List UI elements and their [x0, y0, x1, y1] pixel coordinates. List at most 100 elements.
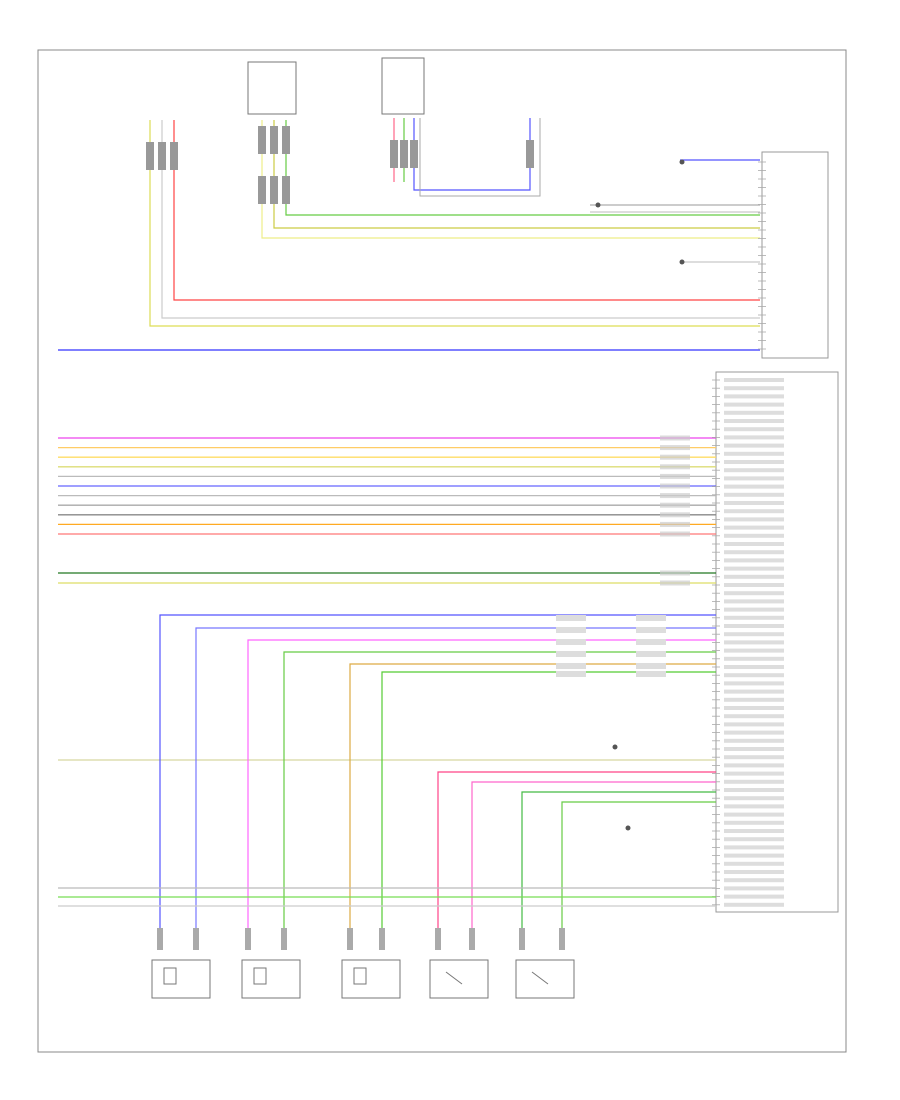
module-pin-label-line	[724, 591, 784, 596]
module-pin-label-line	[724, 697, 784, 702]
module-pin-label-line	[724, 747, 784, 751]
harness-wire-marker	[660, 445, 690, 451]
top-wire-group	[58, 118, 760, 351]
connector-box-top-middle	[381, 57, 425, 115]
module-pin-label-line	[724, 665, 784, 669]
sensor-wire-pin	[281, 928, 287, 950]
module-pin-label-line	[724, 763, 784, 768]
module-pin-label-line	[724, 648, 784, 653]
splice-marker	[636, 627, 666, 633]
module-pin-label-line	[724, 550, 784, 555]
module-pin-label-line	[724, 779, 784, 784]
module-pin-label-line	[724, 574, 784, 579]
element-1	[163, 967, 177, 985]
element-2	[253, 967, 267, 985]
module-pin-label-line	[724, 427, 784, 432]
module-pin-label-line	[724, 599, 784, 604]
module-pin-label-line	[724, 484, 784, 489]
bottom-components	[151, 959, 575, 999]
splice-marker	[636, 671, 666, 677]
harness-wire-marker	[660, 531, 690, 537]
harness-wire-marker	[660, 502, 690, 508]
module-pin-label-line	[724, 861, 784, 866]
module-pin-label-line	[724, 468, 784, 473]
sensor-wire-pin	[245, 928, 251, 950]
element-3	[353, 967, 367, 985]
sensor-wire-pin	[435, 928, 441, 950]
module-pin-label-line	[724, 673, 784, 678]
component-1	[151, 959, 211, 999]
module-pin-label-line	[724, 722, 784, 727]
sensor-wire	[381, 671, 716, 950]
wire-yellow-vertical	[149, 120, 760, 327]
module-pin-label-line	[724, 829, 784, 833]
module-pin-label-line	[724, 542, 784, 546]
module-pin-label-line	[724, 894, 784, 899]
sensor-wire	[471, 781, 716, 950]
harness-wire-marker	[660, 435, 690, 441]
wire-yellow-top	[273, 120, 760, 229]
sensor-wires	[157, 614, 716, 950]
module-pin-label-line	[724, 501, 784, 505]
module-pin-label-line	[724, 788, 784, 792]
module-pin-label-line	[724, 451, 784, 456]
module-pin-label-line	[724, 443, 784, 448]
module-pin-label-line	[724, 492, 784, 497]
splice-marker	[636, 615, 666, 621]
splice-marker	[556, 671, 586, 677]
harness-wire-marker	[660, 580, 690, 586]
module-pin-label-line	[724, 558, 784, 563]
splice-marker	[636, 651, 666, 657]
wire-red-vertical	[173, 120, 760, 301]
module-pin-label-line	[724, 886, 784, 891]
module-pin-label-line	[724, 755, 784, 760]
sensor-wire	[349, 663, 716, 950]
module-pin-label-line	[724, 615, 784, 620]
module-pin-label-line	[724, 394, 784, 399]
sensor-wire	[521, 791, 716, 950]
component-4	[429, 959, 489, 999]
module-pin-label-line	[724, 402, 784, 407]
harness-wire-marker	[660, 570, 690, 576]
splice-marker	[636, 663, 666, 669]
module-pin-label-line	[724, 509, 784, 514]
sensor-wire-pin	[519, 928, 525, 950]
harness-wire-marker	[660, 521, 690, 527]
module-pin-label-line	[724, 812, 784, 817]
module-pin-label-line	[724, 410, 784, 415]
module-pin-label-line	[724, 632, 784, 637]
switch-contact-4	[445, 971, 463, 985]
ground-symbols	[595, 159, 685, 831]
wire-green-top	[285, 120, 760, 216]
module-pin-label-line	[724, 533, 784, 538]
sensor-wire	[195, 627, 716, 950]
diagram-border	[37, 49, 847, 1053]
splice-marker	[636, 639, 666, 645]
module-pin-label-line	[724, 820, 784, 825]
splice-marker	[556, 663, 586, 669]
module-pin-label-line	[724, 902, 784, 907]
sensor-wire	[561, 801, 716, 950]
wire-gray-loop	[419, 118, 541, 197]
bottom-bus-wires	[58, 887, 716, 907]
module-pin-label-line	[724, 435, 784, 440]
sensor-wire-pin	[193, 928, 199, 950]
module-pin-label-line	[724, 681, 784, 686]
sensor-wire	[159, 614, 716, 950]
module-pin-label-line	[724, 583, 784, 587]
module-pin-label-line	[724, 689, 784, 694]
sensor-wire	[437, 771, 716, 950]
module-pin-label-line	[724, 738, 784, 743]
sensor-wire-pin	[157, 928, 163, 950]
switch-contact-5	[531, 971, 549, 985]
sensor-wire-pin	[559, 928, 565, 950]
harness-wire-marker	[660, 512, 690, 518]
harness-wire-marker	[660, 464, 690, 470]
top-connector-pins	[146, 126, 534, 204]
module-pin-label-line	[724, 378, 784, 382]
module-pin-label-line	[724, 771, 784, 776]
module-pin-label-line	[724, 706, 784, 710]
component-3	[341, 959, 401, 999]
module-pin-label-line	[724, 607, 784, 612]
